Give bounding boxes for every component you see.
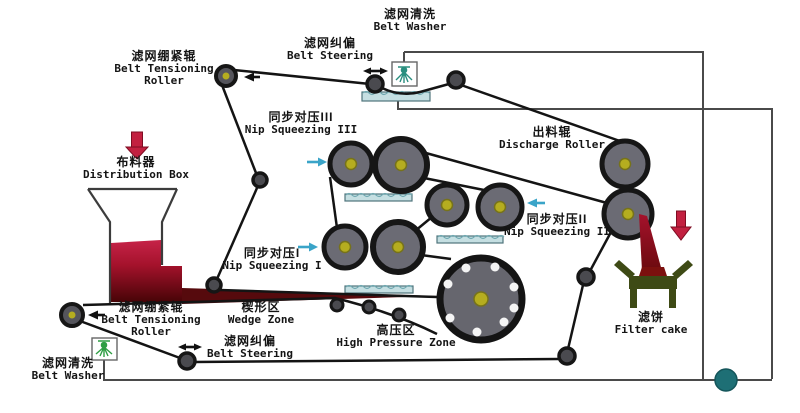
belt-nip2-down [588, 231, 613, 272]
arrow-red-feed-down [124, 131, 150, 160]
roller-right-guide-2 [557, 346, 577, 366]
arrow-blue-nip3 [307, 157, 327, 167]
belt-washer-top-unit [391, 61, 418, 87]
roller-discharge [599, 138, 651, 190]
roller-tensioning-bottom [59, 302, 85, 328]
belt-to-discharge [460, 83, 635, 148]
flow-arrows-blue [298, 157, 545, 252]
roller-wedge-entry [205, 276, 223, 294]
belt-through-washer [381, 82, 450, 96]
direction-arrows-black [88, 67, 388, 351]
filter-belts [79, 68, 635, 364]
drum-high-pressure [436, 254, 526, 344]
belt-top-run [233, 68, 371, 86]
sprayer-icon-bottom [95, 340, 113, 357]
roller-steering-bottom [177, 351, 197, 371]
rollers [59, 64, 655, 371]
cake-falling-stream [639, 214, 662, 271]
pipe-top-supply [404, 51, 704, 379]
roller-mid-left [424, 182, 470, 228]
belt-tension-down [220, 84, 258, 174]
roller-press-2 [361, 299, 377, 315]
arrow-left-bottom-tension [88, 310, 105, 320]
belt-right-return [566, 284, 585, 350]
cake-bin [614, 260, 693, 308]
sludge-in-distribution-box [111, 240, 182, 302]
roller-press-1 [329, 297, 345, 313]
pipe-bottom-return [103, 360, 772, 381]
belt-steering-to-tension [79, 319, 181, 360]
arrow-blue-nip1 [298, 242, 318, 252]
belt-nip3-left-down [328, 176, 339, 229]
feed-arrows-red [124, 131, 693, 241]
distribution-box-funnel [87, 187, 179, 303]
tray-nip1 [344, 284, 414, 294]
small-guide-rollers [177, 70, 596, 371]
pipe-top-drain [397, 101, 773, 379]
tray-mid [436, 234, 505, 244]
arrow-left-top-tension [244, 72, 260, 82]
roller-mid-right [475, 182, 525, 232]
belt-wedge-top [219, 288, 438, 299]
roller-steering-top [365, 74, 385, 94]
roller-press-3 [391, 307, 407, 323]
tray-nip3 [344, 192, 413, 202]
sprayer-icon-top [395, 66, 413, 83]
belt-washer-bottom-unit [91, 337, 118, 361]
arrow-red-discharge-down [669, 210, 693, 241]
roller-nip3-left [327, 140, 375, 188]
roller-nip1-left [321, 223, 369, 271]
belt-wedge-bottom [82, 296, 438, 336]
belt-drum-to-nip1 [420, 253, 452, 261]
belt-bottom-return [193, 357, 560, 364]
roller-tray-right [446, 70, 466, 90]
filter-cake-discharge [614, 214, 693, 308]
arrow-double-top-steering [363, 67, 388, 75]
roller-nip3-right [372, 136, 430, 194]
arrow-blue-nip2 [527, 198, 545, 208]
roller-left-guide [251, 171, 269, 189]
roller-nip1-right [370, 219, 426, 275]
belt-to-nip2 [414, 148, 608, 205]
arrow-double-bottom-steering [178, 343, 202, 351]
wash-water-pump [714, 368, 738, 392]
belt-to-wedge-entry [215, 187, 259, 280]
roller-tensioning-top [214, 64, 238, 88]
wash-water-piping [103, 51, 773, 381]
roller-right-guide-1 [576, 267, 596, 287]
